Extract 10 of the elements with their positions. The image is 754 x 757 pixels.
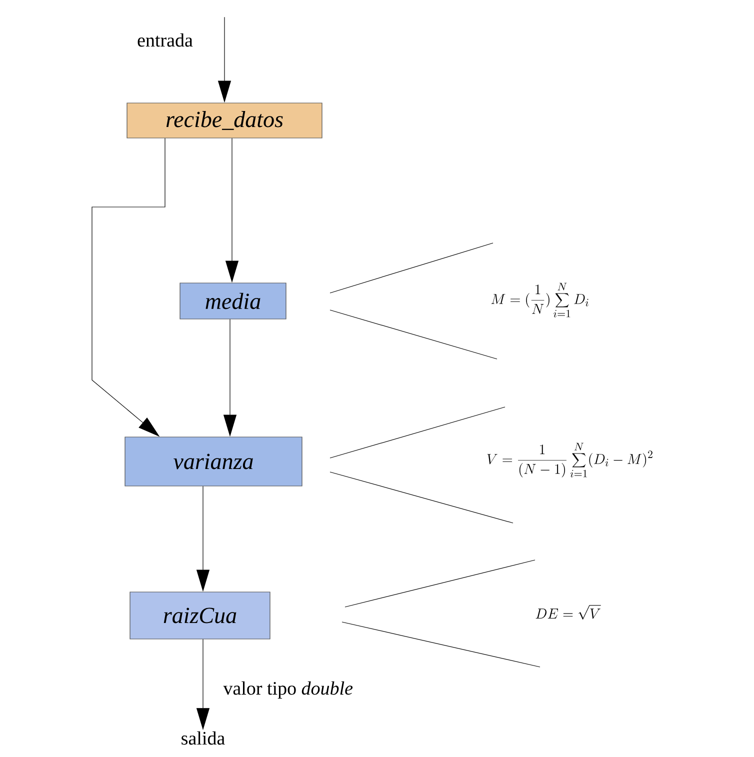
io-label: salida <box>182 731 225 745</box>
io-label: entrada <box>138 33 193 47</box>
edge-label: valor tipo double <box>223 681 353 699</box>
process-box: raizCua <box>130 592 270 640</box>
process-box: media <box>180 282 286 320</box>
formula: $M=(\frac{1}{N})\sum_{i=1}^{N} D_i$ <box>491 282 588 318</box>
process-box: varianza <box>124 436 302 486</box>
process-box: recibe_datos <box>126 102 322 138</box>
formula: $V=\frac{1}{(N-1)}\sum_{i=1}^{N}(D_i-M)^2$ <box>487 442 652 478</box>
formula: $DE=\sqrt{V}$ <box>536 605 601 620</box>
